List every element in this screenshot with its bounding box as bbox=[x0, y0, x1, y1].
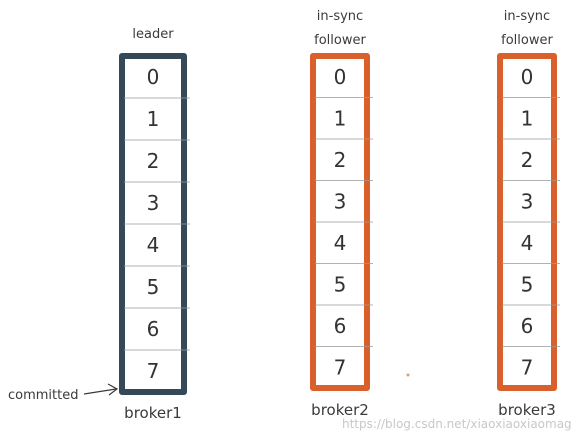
log-offset-0: 0 bbox=[521, 65, 534, 89]
log-offset-7: 7 bbox=[521, 355, 534, 379]
log-offset-1: 1 bbox=[334, 106, 347, 130]
committed-label: committed bbox=[8, 388, 78, 403]
log-offset-4: 4 bbox=[521, 231, 534, 255]
role-label-broker3: in-sync bbox=[504, 9, 550, 24]
broker-column-broker3: in-sync follower 0 1 2 3 4 5 6 7 broker3 bbox=[497, 9, 560, 419]
role-label-broker2: follower bbox=[314, 33, 366, 48]
log-offset-5: 5 bbox=[147, 275, 160, 299]
log-offset-1: 1 bbox=[521, 106, 534, 130]
broker-name-broker2: broker2 bbox=[311, 401, 369, 419]
committed-arrowhead bbox=[107, 383, 119, 396]
log-offset-3: 3 bbox=[521, 189, 534, 213]
log-offset-7: 7 bbox=[334, 355, 347, 379]
log-offset-4: 4 bbox=[334, 231, 347, 255]
log-offset-7: 7 bbox=[147, 359, 160, 383]
log-offset-5: 5 bbox=[521, 272, 534, 296]
log-offset-2: 2 bbox=[147, 149, 160, 173]
log-offset-6: 6 bbox=[147, 317, 160, 341]
watermark-text: https://blog.csdn.net/xiaoxiaoxiaomag bbox=[342, 417, 572, 431]
broker-name-broker3: broker3 bbox=[498, 401, 556, 419]
log-offset-3: 3 bbox=[147, 191, 160, 215]
log-offset-2: 2 bbox=[521, 148, 534, 172]
role-label-broker3: follower bbox=[501, 33, 553, 48]
role-label-broker1: leader bbox=[132, 27, 174, 42]
log-offset-2: 2 bbox=[334, 148, 347, 172]
log-offset-3: 3 bbox=[334, 189, 347, 213]
role-label-broker2: in-sync bbox=[317, 9, 363, 24]
log-offset-6: 6 bbox=[334, 314, 347, 338]
log-offset-5: 5 bbox=[334, 272, 347, 296]
log-offset-0: 0 bbox=[334, 65, 347, 89]
log-offset-6: 6 bbox=[521, 314, 534, 338]
broker-column-broker1: leader 0 1 2 3 4 5 6 7 broker1 bbox=[119, 27, 190, 422]
log-offset-0: 0 bbox=[147, 65, 160, 89]
broker-name-broker1: broker1 bbox=[124, 404, 182, 422]
broker-column-broker2: in-sync follower 0 1 2 3 4 5 6 7 broker2 bbox=[310, 9, 373, 419]
ink-dot bbox=[406, 373, 410, 377]
log-offset-4: 4 bbox=[147, 233, 160, 257]
log-offset-1: 1 bbox=[147, 107, 160, 131]
committed-arrow bbox=[83, 388, 117, 395]
